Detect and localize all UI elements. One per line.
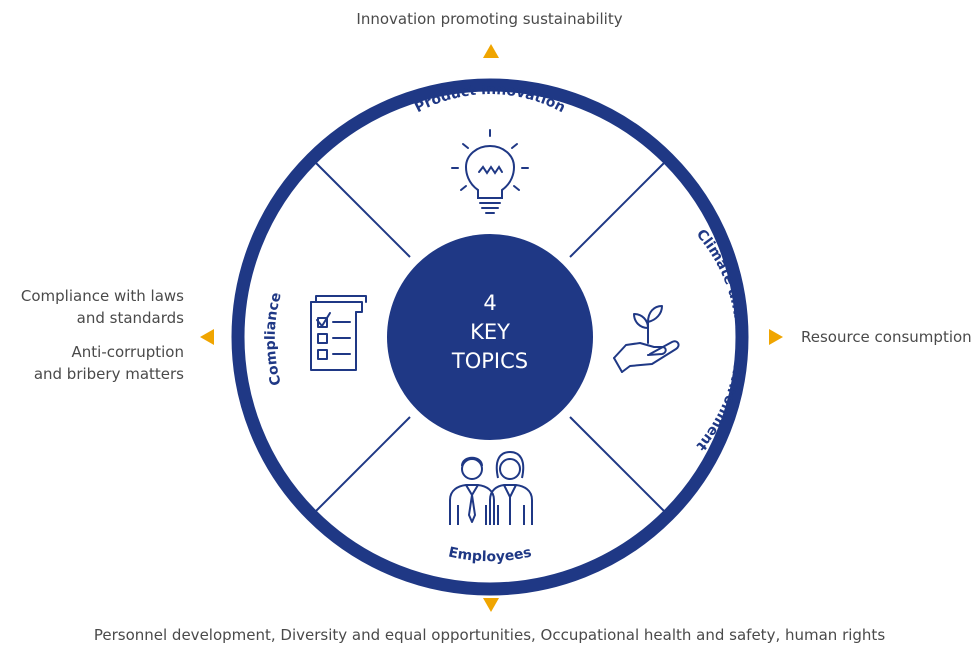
right-topic-label: Resource consumption <box>801 328 972 346</box>
bottom-topic-label: Personnel development, Diversity and equ… <box>93 626 886 644</box>
center-line-2: KEY <box>470 320 510 344</box>
arrow-right-icon <box>769 329 783 345</box>
hand-plant-icon <box>613 305 680 373</box>
people-icon <box>449 451 533 525</box>
center-line-1: 4 <box>483 291 496 315</box>
center-line-3: TOPICS <box>451 349 528 373</box>
checklist-icon <box>310 295 367 371</box>
segment-title-left: Compliance <box>263 291 285 387</box>
center-circle <box>387 234 593 440</box>
segment-dividers <box>315 162 665 512</box>
left-topic-label-1b: and standards <box>76 309 184 327</box>
arrow-left-icon <box>200 329 214 345</box>
left-topic-label-2b: and bribery matters <box>33 365 184 383</box>
left-topic-label-1a: Compliance with laws <box>20 287 184 305</box>
arrow-up-icon <box>483 44 499 58</box>
segment-title-bottom: Employees <box>447 544 533 565</box>
lightbulb-icon <box>451 129 529 214</box>
top-topic-label: Innovation promoting sustainability <box>356 10 623 28</box>
left-topic-label-2a: Anti-corruption <box>71 343 185 361</box>
arrow-down-icon <box>483 598 499 612</box>
